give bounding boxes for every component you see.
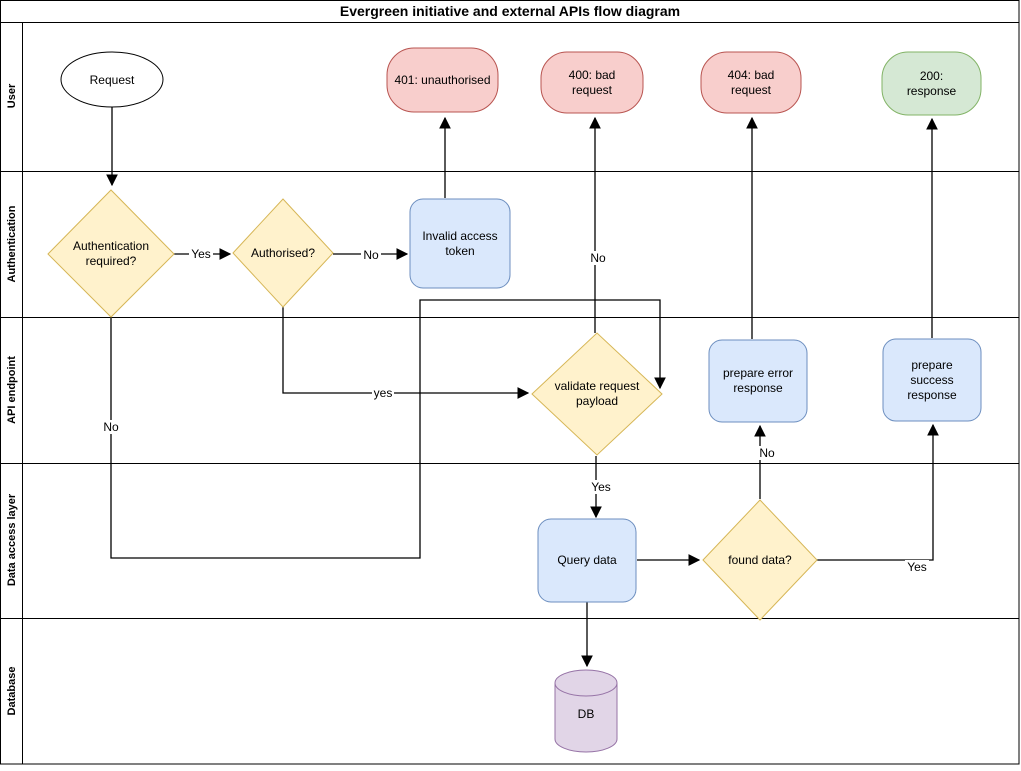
authorised-label: Authorised? <box>250 245 316 260</box>
terminator-401-shape <box>386 47 499 113</box>
prepare-success-label: prepare success response <box>907 357 957 402</box>
query-data-shape <box>537 518 637 603</box>
terminator-404-shape <box>700 51 802 114</box>
edge-label-no: No <box>361 247 381 262</box>
validate-payload-label: validate request payload <box>554 379 640 408</box>
node-prepare-error: prepare error response <box>708 339 808 423</box>
edge-label-yes-lowercase: yes <box>371 385 395 400</box>
found-data-label: found data? <box>728 552 792 567</box>
edge-label-no: No <box>101 419 121 434</box>
validate-payload-shape <box>531 332 663 456</box>
node-authorised: Authorised? <box>232 198 334 308</box>
db-label: DB <box>577 706 595 721</box>
diagram-title: Evergreen initiative and external APIs f… <box>340 3 680 19</box>
lane-label-data-access-layer: Data access layer <box>6 493 18 586</box>
edge-label-yes: Yes <box>189 246 213 261</box>
terminator-200-label: 200: response <box>906 68 957 98</box>
node-prepare-success: prepare success response <box>882 338 982 422</box>
lane-label-api-endpoint: API endpoint <box>6 356 18 424</box>
edge-authorised-yes-to-validate <box>282 307 530 399</box>
query-data-label: Query data <box>557 553 617 567</box>
edge-auth-required-no-to-validate <box>110 299 666 559</box>
db-cylinder-body <box>554 669 618 753</box>
node-db: DB <box>554 669 618 753</box>
prepare-error-label: prepare error response <box>722 366 794 395</box>
prepare-error-shape <box>708 339 808 423</box>
node-query-data: Query data <box>537 518 637 603</box>
node-request: Request <box>60 51 164 108</box>
terminator-404-label: 404: bad request <box>727 67 775 97</box>
db-cylinder-top-arc <box>554 682 618 697</box>
edge-label-yes: Yes <box>589 479 613 494</box>
node-validate-payload: validate request payload <box>531 332 663 456</box>
edge-label-yes: Yes <box>905 559 929 574</box>
lane-label-database: Database <box>6 667 18 716</box>
node-invalid-access-token: Invalid access token <box>409 198 511 289</box>
node-401-unauthorised: 401: unauthorised <box>386 47 499 113</box>
terminator-200-shape <box>881 51 982 116</box>
authorised-shape <box>232 198 334 308</box>
terminator-400-label: 400: bad request <box>568 67 616 97</box>
lane-label-user: User <box>6 83 18 108</box>
request-shape <box>60 51 164 108</box>
auth-required-label: Authentication required? <box>72 238 150 268</box>
edge-found-data-yes-to-prepare-success <box>817 423 939 561</box>
request-label: Request <box>89 72 135 87</box>
node-400-bad-request: 400: bad request <box>540 51 644 114</box>
node-404-bad-request: 404: bad request <box>700 51 802 114</box>
prepare-success-shape <box>882 338 982 422</box>
node-found-data: found data? <box>702 499 818 621</box>
terminator-401-label: 401: unauthorised <box>394 72 491 87</box>
terminator-400-shape <box>540 51 644 114</box>
found-data-shape <box>702 499 818 621</box>
auth-required-shape <box>47 189 175 318</box>
node-auth-required: Authentication required? <box>47 189 175 318</box>
node-200-response: 200: response <box>881 51 982 116</box>
edge-label-no: No <box>588 250 608 265</box>
invalid-access-token-label: Invalid access token <box>422 228 498 258</box>
invalid-access-token-shape <box>409 198 511 289</box>
lane-label-authentication: Authentication <box>6 205 18 282</box>
edge-label-no: No <box>757 445 777 460</box>
